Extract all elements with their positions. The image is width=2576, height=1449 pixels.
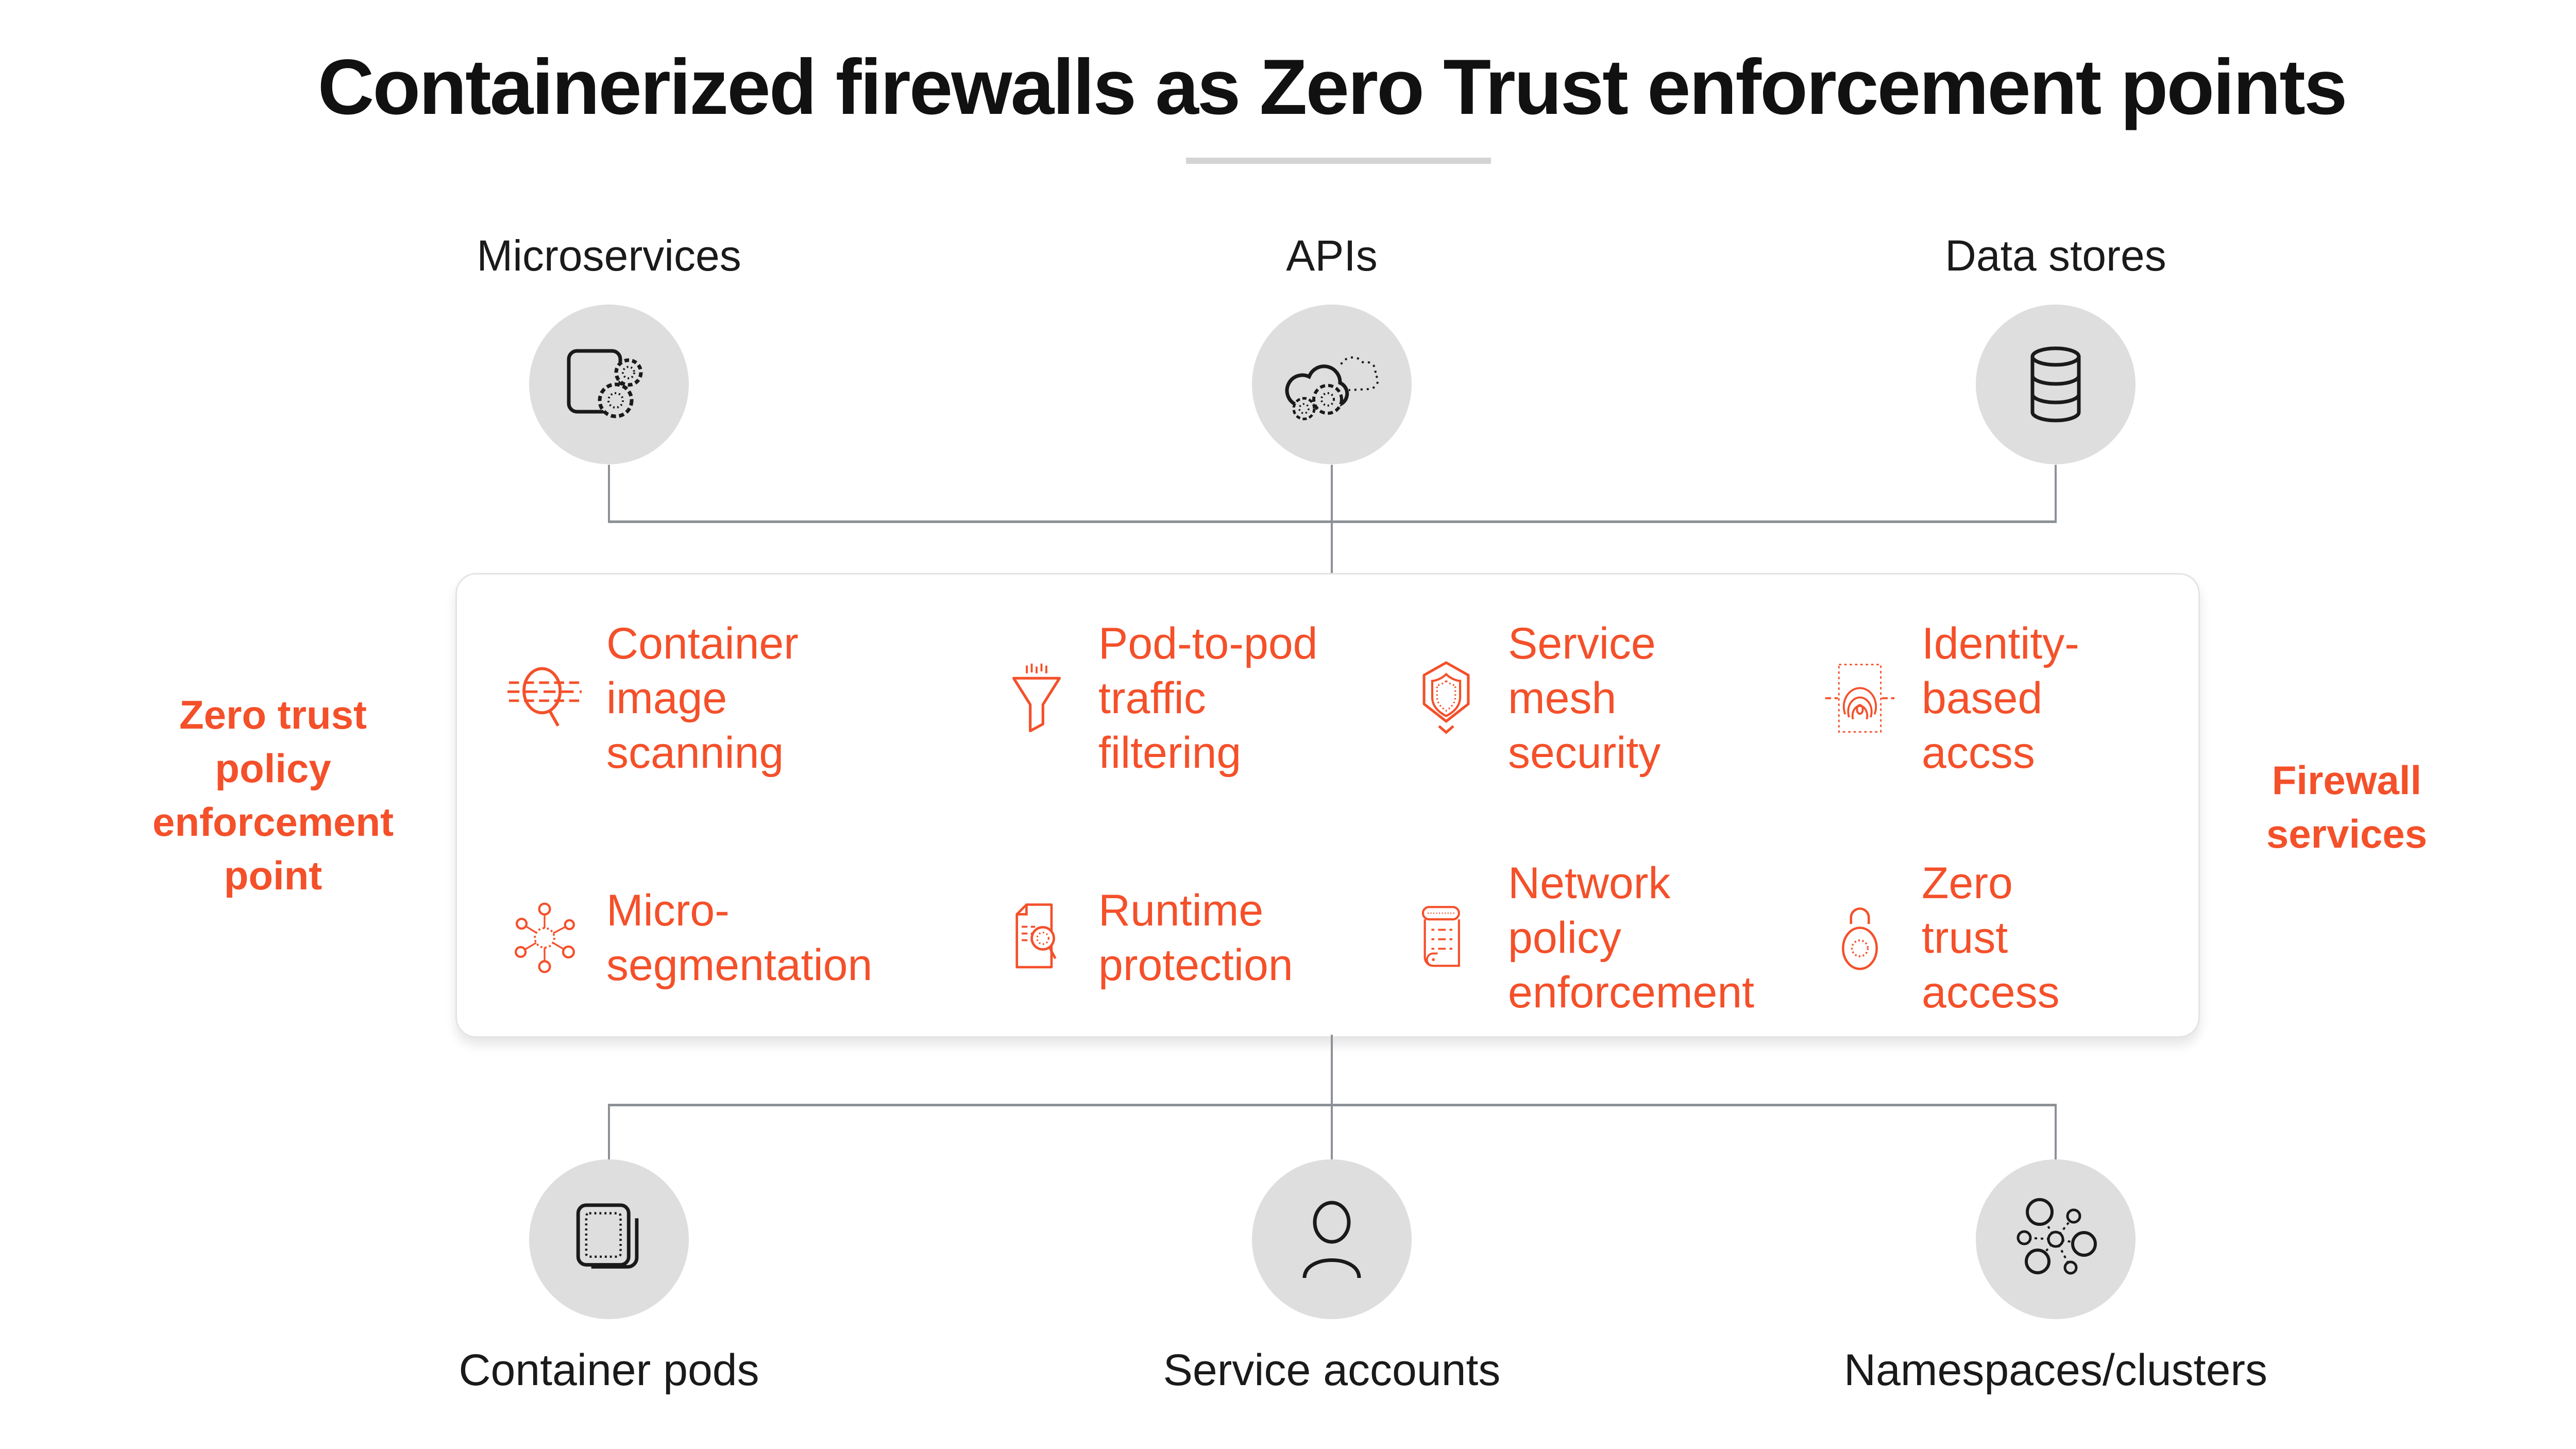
top-node-label-microservices: Microservices — [477, 231, 741, 280]
bottom-node-label-service-accounts: Service accounts — [1163, 1345, 1501, 1395]
bottom-node-namespaces-clusters — [1976, 1159, 2136, 1319]
scan-magnifier-icon — [506, 661, 583, 736]
connector-line — [1331, 1035, 1333, 1105]
fingerprint-icon — [1821, 660, 1899, 736]
top-node-label-data-stores: Data stores — [1945, 231, 2166, 280]
stacked-pods-icon — [570, 1200, 648, 1278]
feature-runtime-protection: Runtime protection — [998, 845, 1369, 1031]
cluster-nodes-icon — [2011, 1194, 2101, 1285]
funnel-icon — [998, 661, 1075, 736]
feature-label: Micro- segmentation — [606, 886, 873, 990]
policy-scroll-icon — [1408, 900, 1485, 975]
feature-identity-based-access: Identity- based accss — [1821, 605, 2151, 791]
feature-label: Runtime protection — [1098, 886, 1293, 990]
connector-line — [1331, 465, 1333, 574]
feature-label: Service mesh security — [1508, 619, 1661, 778]
bottom-node-label-container-pods: Container pods — [459, 1345, 759, 1395]
connector-line — [2055, 1105, 2057, 1161]
top-node-apis — [1252, 305, 1412, 464]
left-label-zero-trust-policy-enforcement-point: Zero trust policy enforcement point — [152, 692, 394, 898]
feature-pod-to-pod-traffic-filtering: Pod-to-pod traffic filtering — [998, 605, 1369, 791]
connector-line — [608, 520, 2057, 523]
shield-hexagon-icon — [1408, 658, 1485, 738]
network-hub-icon — [506, 900, 583, 975]
feature-label: Zero trust access — [1922, 858, 2060, 1017]
bottom-node-label-namespaces-clusters: Namespaces/clusters — [1843, 1345, 2268, 1395]
padlock-icon — [1821, 899, 1899, 976]
bottom-node-container-pods — [529, 1159, 689, 1319]
feature-label: Identity- based accss — [1922, 619, 2079, 778]
firewall-services-panel: Container image scanning Pod-to-pod traf… — [455, 573, 2200, 1038]
connector-line — [608, 1104, 2057, 1106]
connector-line — [2055, 465, 2057, 523]
feature-service-mesh-security: Service mesh security — [1408, 605, 1727, 791]
connector-line — [608, 465, 610, 523]
person-icon — [1298, 1200, 1365, 1279]
feature-micro-segmentation: Micro- segmentation — [506, 845, 872, 1031]
right-label-firewall-services: Firewall services — [2266, 757, 2428, 856]
top-node-microservices — [529, 305, 689, 464]
document-search-icon — [998, 900, 1075, 975]
bottom-node-service-accounts — [1252, 1159, 1412, 1319]
feature-zero-trust-access: Zero trust access — [1821, 845, 2151, 1031]
title-underline — [1186, 158, 1491, 164]
container-gears-icon — [563, 346, 655, 423]
connector-line — [1331, 1105, 1333, 1161]
connector-line — [608, 1105, 610, 1161]
feature-label: Container image scanning — [606, 619, 799, 778]
cloud-gears-icon — [1280, 345, 1383, 425]
top-node-data-stores — [1976, 305, 2136, 464]
feature-network-policy-enforcement: Network policy enforcement — [1408, 845, 1754, 1031]
page-title: Containerized firewalls as Zero Trust en… — [317, 43, 2348, 131]
feature-label: Pod-to-pod traffic filtering — [1098, 619, 1318, 778]
feature-label: Network policy enforcement — [1508, 858, 1755, 1017]
top-node-label-apis: APIs — [1286, 231, 1378, 280]
feature-container-image-scanning: Container image scanning — [506, 605, 841, 791]
database-icon — [2027, 345, 2084, 424]
